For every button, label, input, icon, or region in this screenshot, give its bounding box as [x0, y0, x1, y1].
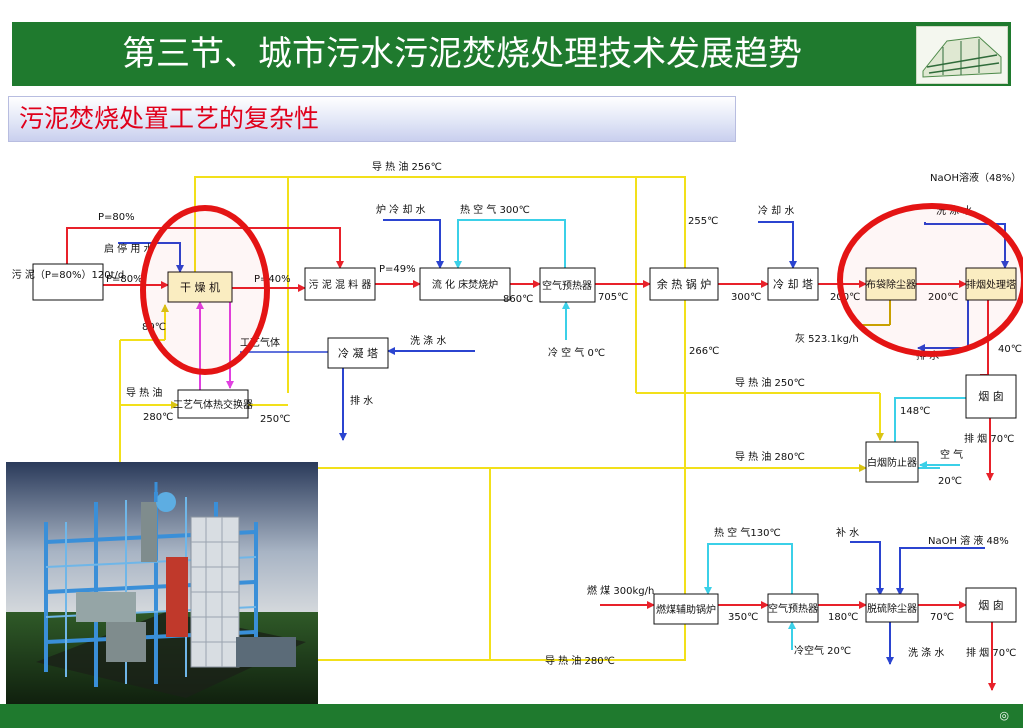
svg-text:导 热 油 256℃: 导 热 油 256℃ — [372, 160, 442, 173]
svg-text:80℃: 80℃ — [142, 322, 166, 333]
svg-text:空气预热器: 空气预热器 — [768, 602, 818, 615]
box-chimney-2: 烟 囱 — [965, 587, 1017, 623]
svg-text:148℃: 148℃ — [900, 406, 930, 417]
box-flue-treatment: 排烟处理塔 — [965, 267, 1017, 301]
process-gas-lines — [196, 301, 234, 390]
box-fluid-bed: 流 化 床焚烧炉 — [419, 267, 511, 301]
svg-text:冷 却 塔: 冷 却 塔 — [773, 278, 813, 291]
svg-text:NaOH 溶 液 48%: NaOH 溶 液 48% — [928, 534, 1009, 547]
svg-text:冷 空 气 0℃: 冷 空 气 0℃ — [548, 346, 605, 359]
svg-text:排烟处理塔: 排烟处理塔 — [966, 278, 1016, 291]
svg-text:燃煤辅助锅炉: 燃煤辅助锅炉 — [656, 603, 716, 616]
svg-text:冷空气 20℃: 冷空气 20℃ — [794, 644, 851, 657]
box-bag-filter: 布袋除尘器 — [865, 267, 917, 301]
flue-treatment-highlight-circle — [837, 203, 1023, 357]
svg-text:干 燥 机: 干 燥 机 — [180, 280, 220, 294]
svg-text:炉 冷 却 水: 炉 冷 却 水 — [376, 203, 426, 216]
svg-text:烟 囱: 烟 囱 — [978, 389, 1004, 403]
svg-text:冷 凝 塔: 冷 凝 塔 — [338, 346, 378, 360]
svg-text:洗 涤 水: 洗 涤 水 — [908, 646, 944, 659]
subtitle-box: 污泥焚烧处置工艺的复杂性 — [8, 96, 736, 142]
title-bar: 第三节、城市污水污泥焚烧处理技术发展趋势 — [12, 22, 1011, 86]
svg-text:P=80%: P=80% — [98, 212, 135, 223]
svg-text:NaOH溶液（48%）: NaOH溶液（48%） — [930, 171, 1021, 184]
box-air-preheater-2: 空气预热器 — [767, 593, 819, 623]
svg-text:燃 煤 300kg/h: 燃 煤 300kg/h — [587, 584, 654, 597]
svg-text:灰 523.1kg/h: 灰 523.1kg/h — [795, 332, 859, 345]
svg-text:导 热 油 280℃: 导 热 油 280℃ — [545, 654, 615, 667]
svg-text:工艺气体热交换器: 工艺气体热交换器 — [173, 398, 253, 411]
svg-text:P=40%: P=40% — [254, 274, 291, 285]
svg-text:热 空 气 300℃: 热 空 气 300℃ — [460, 203, 530, 216]
svg-text:180℃: 180℃ — [828, 612, 858, 623]
box-white-smoke: 白烟防止器 — [865, 441, 919, 483]
box-chimney-1: 烟 囱 — [965, 374, 1017, 419]
box-process-gas-hx: 工艺气体热交换器 — [173, 389, 253, 419]
plant-3d-render — [6, 462, 318, 704]
svg-text:洗 涤 水: 洗 涤 水 — [410, 334, 446, 347]
box-dryer: 干 燥 机 — [167, 271, 233, 303]
footer-bar: ◎ — [0, 704, 1023, 728]
svg-text:70℃: 70℃ — [930, 612, 954, 623]
box-air-preheater: 空气预热器 — [539, 267, 596, 303]
air-lines — [454, 219, 966, 650]
svg-text:布袋除尘器: 布袋除尘器 — [866, 278, 916, 291]
svg-text:导 热 油 250℃: 导 热 油 250℃ — [735, 376, 805, 389]
dryer-highlight-circle — [140, 205, 270, 375]
svg-text:脱硫除尘器: 脱硫除尘器 — [867, 602, 917, 615]
svg-text:860℃: 860℃ — [503, 294, 533, 305]
svg-text:烟 囱: 烟 囱 — [978, 598, 1004, 612]
svg-text:350℃: 350℃ — [728, 612, 758, 623]
svg-text:250℃: 250℃ — [260, 414, 290, 425]
svg-text:空气预热器: 空气预热器 — [542, 279, 592, 292]
svg-text:污 泥 混 料 器: 污 泥 混 料 器 — [309, 278, 372, 291]
svg-text:20℃: 20℃ — [938, 476, 962, 487]
svg-text:流 化 床焚烧炉: 流 化 床焚烧炉 — [432, 278, 498, 291]
svg-text:白烟防止器: 白烟防止器 — [867, 456, 917, 469]
svg-text:排 烟 70℃: 排 烟 70℃ — [964, 432, 1014, 445]
svg-text:200℃: 200℃ — [928, 292, 958, 303]
svg-text:补 水: 补 水 — [836, 526, 859, 539]
svg-text:排 水: 排 水 — [350, 394, 373, 407]
svg-text:P=49%: P=49% — [379, 264, 416, 275]
svg-text:40℃: 40℃ — [998, 344, 1022, 355]
svg-text:空 气: 空 气 — [940, 448, 963, 461]
box-sludge-mixer: 污 泥 混 料 器 — [304, 267, 376, 301]
box-condenser: 冷 凝 塔 — [327, 337, 389, 369]
box-desulf: 脱硫除尘器 — [865, 593, 919, 623]
svg-text:热 空 气130℃: 热 空 气130℃ — [714, 526, 781, 539]
flow-labels: 导 热 油 256℃ P=80% 启 停 用 水 P=80% P=40% P=4… — [98, 160, 1022, 667]
subtitle: 污泥焚烧处置工艺的复杂性 — [19, 104, 320, 133]
svg-text:启 停 用 水: 启 停 用 水 — [104, 242, 154, 255]
box-sludge: 污 泥（P=80%）120t/d — [12, 263, 125, 301]
svg-text:300℃: 300℃ — [731, 292, 761, 303]
footer-university-logo: ◎ — [999, 709, 1009, 722]
page-title: 第三节、城市污水污泥焚烧处理技术发展趋势 — [122, 34, 802, 74]
svg-text:导 热 油 280℃: 导 热 油 280℃ — [735, 450, 805, 463]
svg-text:导 热 油: 导 热 油 — [126, 386, 162, 399]
box-cooling-tower: 冷 却 塔 — [767, 267, 819, 301]
svg-text:266℃: 266℃ — [689, 346, 719, 357]
svg-text:705℃: 705℃ — [598, 292, 628, 303]
svg-text:P=80%: P=80% — [106, 274, 143, 285]
svg-text:280℃: 280℃ — [143, 412, 173, 423]
building-logo — [916, 26, 1008, 84]
box-coal-boiler: 燃煤辅助锅炉 — [653, 593, 719, 625]
svg-text:255℃: 255℃ — [688, 216, 718, 227]
svg-text:冷 却 水: 冷 却 水 — [758, 204, 794, 217]
svg-text:排 烟 70℃: 排 烟 70℃ — [966, 646, 1016, 659]
svg-text:污 泥（P=80%）120t/d: 污 泥（P=80%）120t/d — [12, 268, 125, 281]
box-waste-heat-boiler: 余 热 锅 炉 — [649, 267, 719, 301]
svg-text:余 热 锅 炉: 余 热 锅 炉 — [657, 277, 712, 291]
